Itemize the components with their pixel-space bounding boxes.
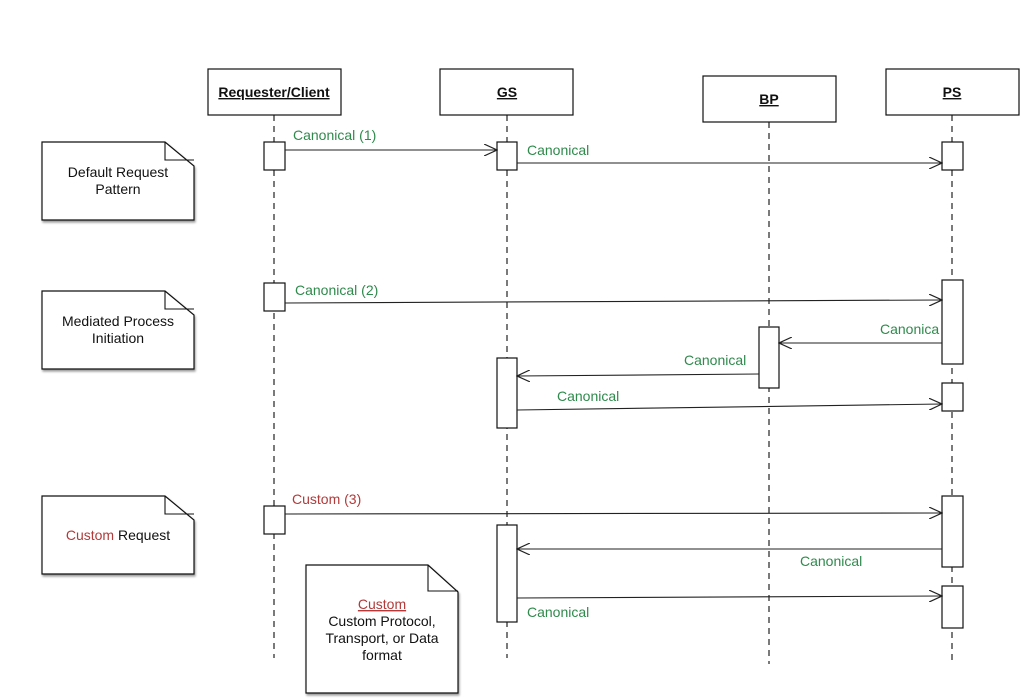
activation-requester [263,505,286,535]
note-custom-legend: Custom Custom Protocol, Transport, or Da… [305,564,459,694]
participant-ps[interactable]: PS [885,68,1020,116]
activation-ps [941,585,964,629]
message-9: Canonical [516,596,942,620]
activation-ps [941,382,964,412]
svg-text:Transport, or Data: Transport, or Data [325,630,438,646]
participant-label: BP [759,91,778,107]
message-label: Canonical (2) [295,282,378,298]
note-default-request: Default Request Pattern [41,141,195,221]
svg-text:Mediated Process: Mediated Process [62,313,174,329]
message-7: Custom (3) [284,491,942,514]
activations [263,141,964,629]
svg-text:Default Request: Default Request [68,164,169,180]
message-label: Canonica [880,321,939,337]
activation-requester [263,282,286,312]
message-label: Canonical [800,553,862,569]
message-8: Canonical [517,549,942,569]
activation-ps [941,279,964,365]
activation-bp [758,326,780,389]
message-3: Canonical (2) [284,282,942,303]
svg-text:Initiation: Initiation [92,330,144,346]
participant-label: GS [497,84,517,100]
message-6: Canonical [516,388,942,411]
participant-requester[interactable]: Requester/Client [207,68,342,116]
activation-requester [263,141,286,171]
message-label: Canonical [527,142,589,158]
activation-ps [941,495,964,568]
activation-gs [496,524,518,623]
message-4: Canonica [779,321,942,343]
svg-text:Custom Protocol,: Custom Protocol, [328,613,435,629]
message-5: Canonical [517,352,760,376]
message-label: Canonical [684,352,746,368]
participant-gs[interactable]: GS [439,68,574,116]
svg-text:Custom Request: Custom Request [66,527,170,543]
message-1: Canonical (1) [285,127,497,150]
svg-text:Custom: Custom [358,596,406,612]
participant-label: PS [943,84,962,100]
participant-label: Requester/Client [218,84,330,100]
note-mediated-process: Mediated Process Initiation [41,290,195,370]
message-2: Canonical [517,142,942,163]
custom-highlight: Custom [66,527,114,543]
message-label: Custom (3) [292,491,361,507]
svg-text:format: format [362,647,402,663]
participant-bp[interactable]: BP [702,75,837,123]
svg-text:Pattern: Pattern [95,181,140,197]
message-label: Canonical (1) [293,127,376,143]
activation-ps [941,141,964,171]
activation-gs [496,357,518,429]
message-label: Canonical [557,388,619,404]
activation-gs [496,141,518,171]
note-custom-request: Custom Request [41,495,195,575]
message-label: Canonical [527,604,589,620]
